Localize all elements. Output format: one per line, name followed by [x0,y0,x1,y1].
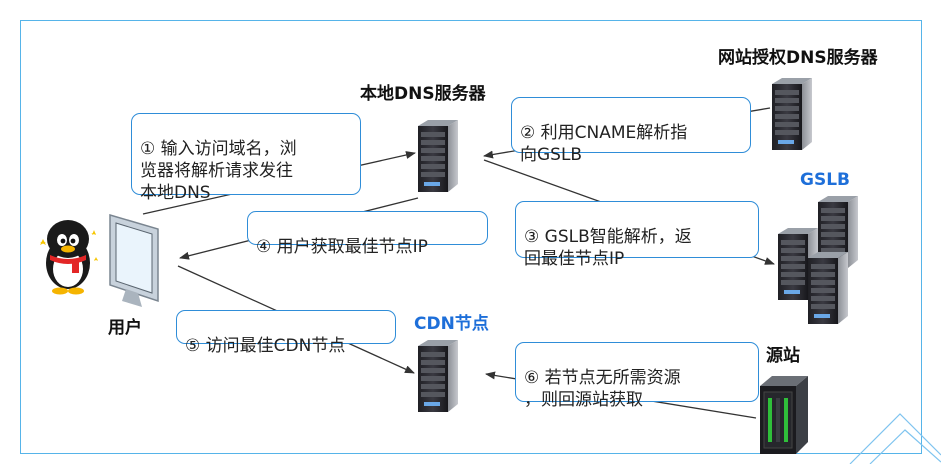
step-2-number: ② [520,123,536,143]
auth-dns-label: 网站授权DNS服务器 [718,48,878,68]
gslb-label: GSLB [800,170,850,190]
step-5-box: ⑤ 访问最佳CDN节点 [176,310,396,356]
step-5-text: 访问最佳CDN节点 [205,336,346,356]
step-1-text: 输入访问域名，浏 览器将解析请求发往 本地DNS [140,139,297,203]
local-dns-label: 本地DNS服务器 [360,84,486,104]
user-label: 用户 [108,318,142,338]
step-4-box: ④ 用户获取最佳节点IP [247,211,488,257]
step-2-text: 利用CNAME解析指 向GSLB [520,123,688,165]
step-5-number: ⑤ [185,336,201,356]
step-4-text: 用户获取最佳节点IP [276,237,428,257]
gslb-server-icon-3 [808,252,848,324]
penguin-mascot-icon [40,220,98,295]
step-6-text: 若节点无所需资源 ，则回源站获取 [524,368,681,410]
local-dns-server-icon [418,120,458,192]
step-2-box: ② 利用CNAME解析指 向GSLB [511,97,751,165]
step-3-box: ③ GSLB智能解析，返 回最佳节点IP [515,201,759,269]
step-4-number: ④ [256,237,272,257]
monitor-icon [109,214,159,307]
cdn-node-label: CDN节点 [414,314,489,334]
corner-decoration [849,413,941,464]
step-1-number: ① [140,139,156,159]
step-3-number: ③ [524,227,540,247]
step-6-number: ⑥ [524,368,540,388]
cdn-node-server-icon [418,340,458,412]
origin-rack-icon [760,376,808,454]
step-3-text: GSLB智能解析，返 回最佳节点IP [524,227,692,269]
step-6-box: ⑥ 若节点无所需资源 ，则回源站获取 [515,342,759,410]
auth-dns-server-icon [772,78,812,150]
step-1-box: ① 输入访问域名，浏 览器将解析请求发往 本地DNS [131,113,361,203]
origin-label: 源站 [766,346,800,366]
